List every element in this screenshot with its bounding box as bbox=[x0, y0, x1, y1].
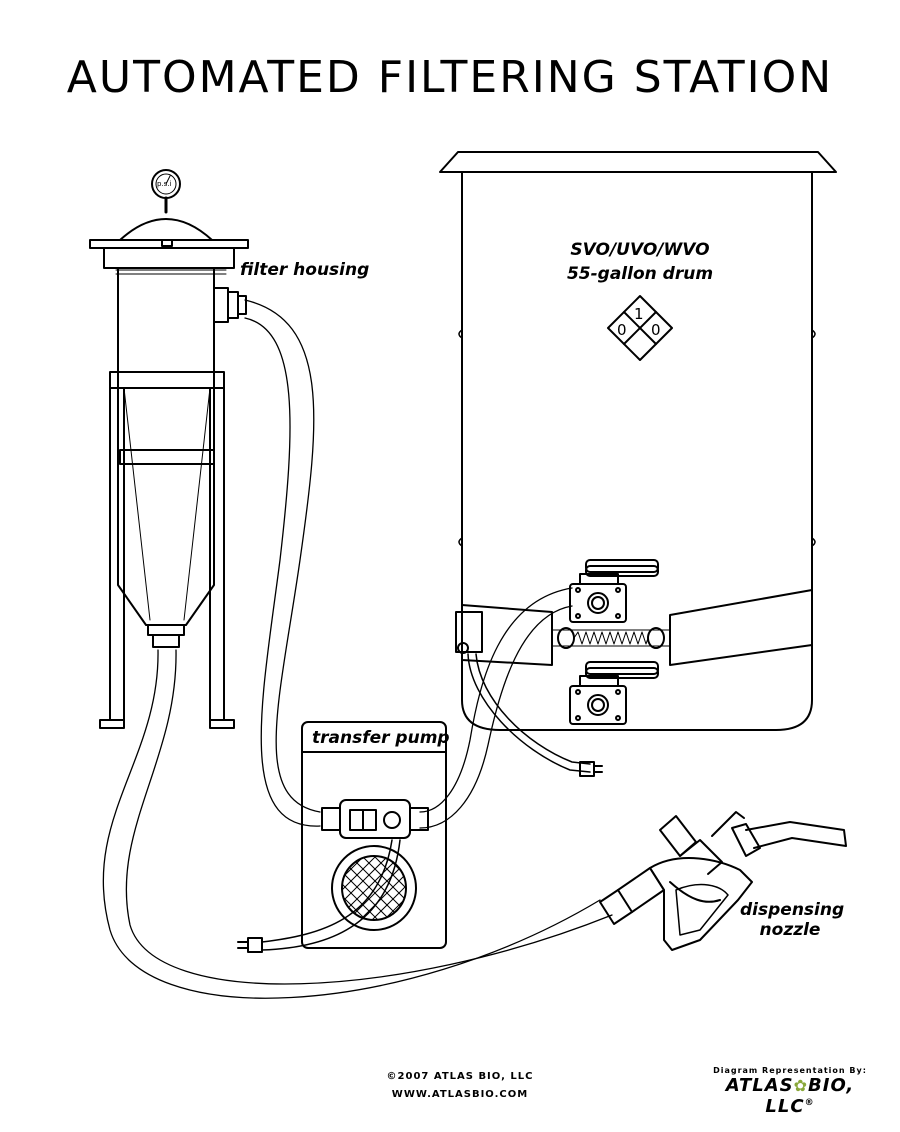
heater-plug-icon bbox=[579, 761, 595, 777]
upper-drum-valve bbox=[569, 559, 659, 623]
hoses bbox=[102, 299, 613, 999]
hose-filter-to-nozzle bbox=[102, 649, 601, 999]
pump-plug-icon bbox=[247, 937, 263, 953]
lower-drum-valve bbox=[569, 661, 659, 725]
transfer-pump bbox=[237, 721, 447, 953]
credit-label: Diagram Representation By: bbox=[713, 1066, 867, 1075]
hazard-top-number: 1 bbox=[634, 305, 644, 323]
filter-housing bbox=[89, 169, 249, 729]
drum-label-line2: 55-gallon drum bbox=[566, 264, 714, 284]
copyright-text: ©2007 ATLAS BIO, LLC bbox=[386, 1071, 534, 1082]
page-title: AUTOMATED FILTERING STATION bbox=[66, 52, 834, 103]
drum bbox=[439, 151, 837, 777]
hose-filter-to-pump bbox=[244, 299, 321, 813]
credit-block: Diagram Representation By: ATLAS✿BIO, LL… bbox=[700, 1066, 880, 1117]
registered-mark: ® bbox=[804, 1098, 815, 1108]
website-text: WWW.ATLASBIO.COM bbox=[391, 1089, 529, 1100]
hazard-right-number: 0 bbox=[651, 321, 661, 339]
thermostat-box bbox=[455, 611, 483, 653]
filter-housing-label: filter housing bbox=[240, 260, 370, 280]
dispensing-nozzle bbox=[599, 811, 847, 951]
hazard-diamond-icon bbox=[607, 295, 673, 361]
fan-grille-icon bbox=[342, 856, 406, 920]
copyright-block: ©2007 ATLAS BIO, LLC WWW.ATLASBIO.COM bbox=[360, 1068, 560, 1104]
brand-right: BIO, LLC bbox=[765, 1075, 855, 1117]
brand-left: ATLAS bbox=[725, 1075, 794, 1096]
hose-drum-to-pump bbox=[419, 587, 573, 813]
dispensing-nozzle-label-line2: nozzle bbox=[759, 920, 821, 940]
hazard-left-number: 0 bbox=[617, 321, 627, 339]
transfer-pump-label: transfer pump bbox=[312, 728, 450, 748]
flower-icon: ✿ bbox=[793, 1076, 809, 1095]
dispensing-nozzle-label: dispensing nozzle bbox=[740, 900, 845, 940]
drum-label: SVO/UVO/WVO 55-gallon drum bbox=[520, 238, 760, 286]
dispensing-nozzle-label-line1: dispensing bbox=[740, 900, 845, 920]
pressure-gauge-icon bbox=[151, 169, 181, 199]
heater-spring bbox=[573, 631, 649, 645]
brand-logo: ATLAS✿BIO, LLC® bbox=[700, 1075, 880, 1117]
drum-label-line1: SVO/UVO/WVO bbox=[570, 240, 710, 260]
gauge-label: p.s.i bbox=[157, 180, 172, 188]
